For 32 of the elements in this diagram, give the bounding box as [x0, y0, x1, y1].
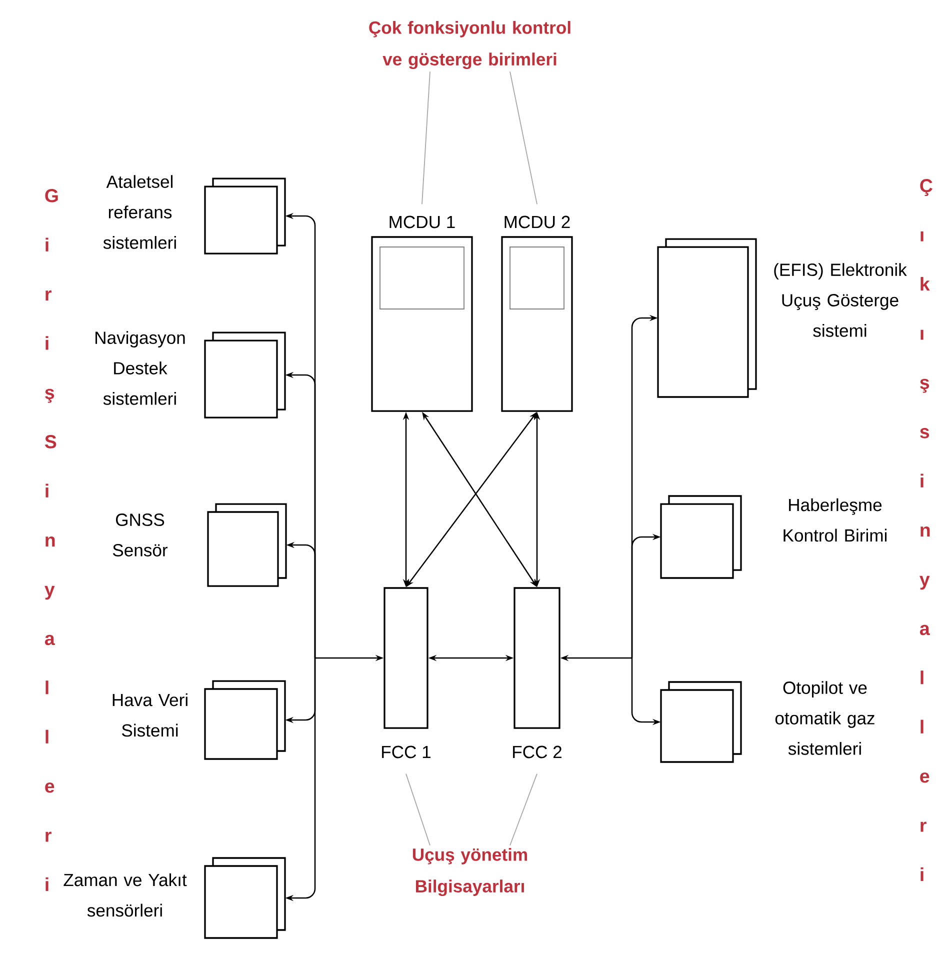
leader-line [422, 71, 430, 205]
node-label: Hava Veri Sistemi [112, 693, 188, 737]
node-label: MCDU 1 [390, 216, 455, 228]
stacked-unit-box: Navigasyon Destek sistemleri [96, 331, 286, 418]
node-label: FCC 1 [382, 746, 431, 758]
node-label: Ataletsel referans sistemleri [103, 175, 176, 249]
vertical-label: Çıkış sinyalleri [920, 179, 932, 881]
node-label: FCC 2 [513, 746, 562, 758]
callout-text: Uçuş yönetim Bilgisayarları [412, 848, 527, 896]
node-label: GNSS Sensör [112, 514, 168, 556]
stacked-unit-box: Otopilot ve otomatik gaz sistemleri [660, 681, 874, 763]
display-unit-box: MCDU 2 [501, 216, 573, 412]
stacked-unit-box: Haberleşme Kontrol Birimi [660, 495, 887, 579]
vertical-label: Giriş Sinyalleri [44, 189, 58, 891]
node-label: Navigasyon Destek sistemleri [96, 331, 185, 405]
node-label: Haberleşme Kontrol Birimi [784, 498, 887, 542]
stacked-unit-box: Zaman ve Yakıt sensörleri [64, 857, 286, 939]
leader-line [406, 773, 430, 846]
computer-box: FCC 2 [513, 587, 562, 758]
stacked-unit-box: Hava Veri Sistemi [112, 680, 286, 760]
node-label: Zaman ve Yakıt sensörleri [64, 873, 187, 917]
leader-line [510, 71, 538, 205]
callout-text: Çok fonksiyonlu kontrol ve gösterge birimleri [369, 20, 570, 70]
node-label: (EFIS) Elektronik Uçuş Gösterge sistemi [774, 263, 907, 337]
computer-box: FCC 1 [382, 587, 430, 758]
node-label: Otopilot ve otomatik gaz sistemleri [775, 681, 874, 755]
stacked-unit-box: Ataletsel referans sistemleri [103, 175, 286, 254]
node-label: MCDU 2 [504, 216, 570, 228]
display-unit-box: MCDU 1 [371, 216, 473, 412]
stacked-unit-box: (EFIS) Elektronik Uçuş Gösterge sistemi [657, 238, 907, 398]
leader-line [510, 773, 538, 846]
stacked-unit-box: GNSS Sensör [112, 503, 287, 587]
